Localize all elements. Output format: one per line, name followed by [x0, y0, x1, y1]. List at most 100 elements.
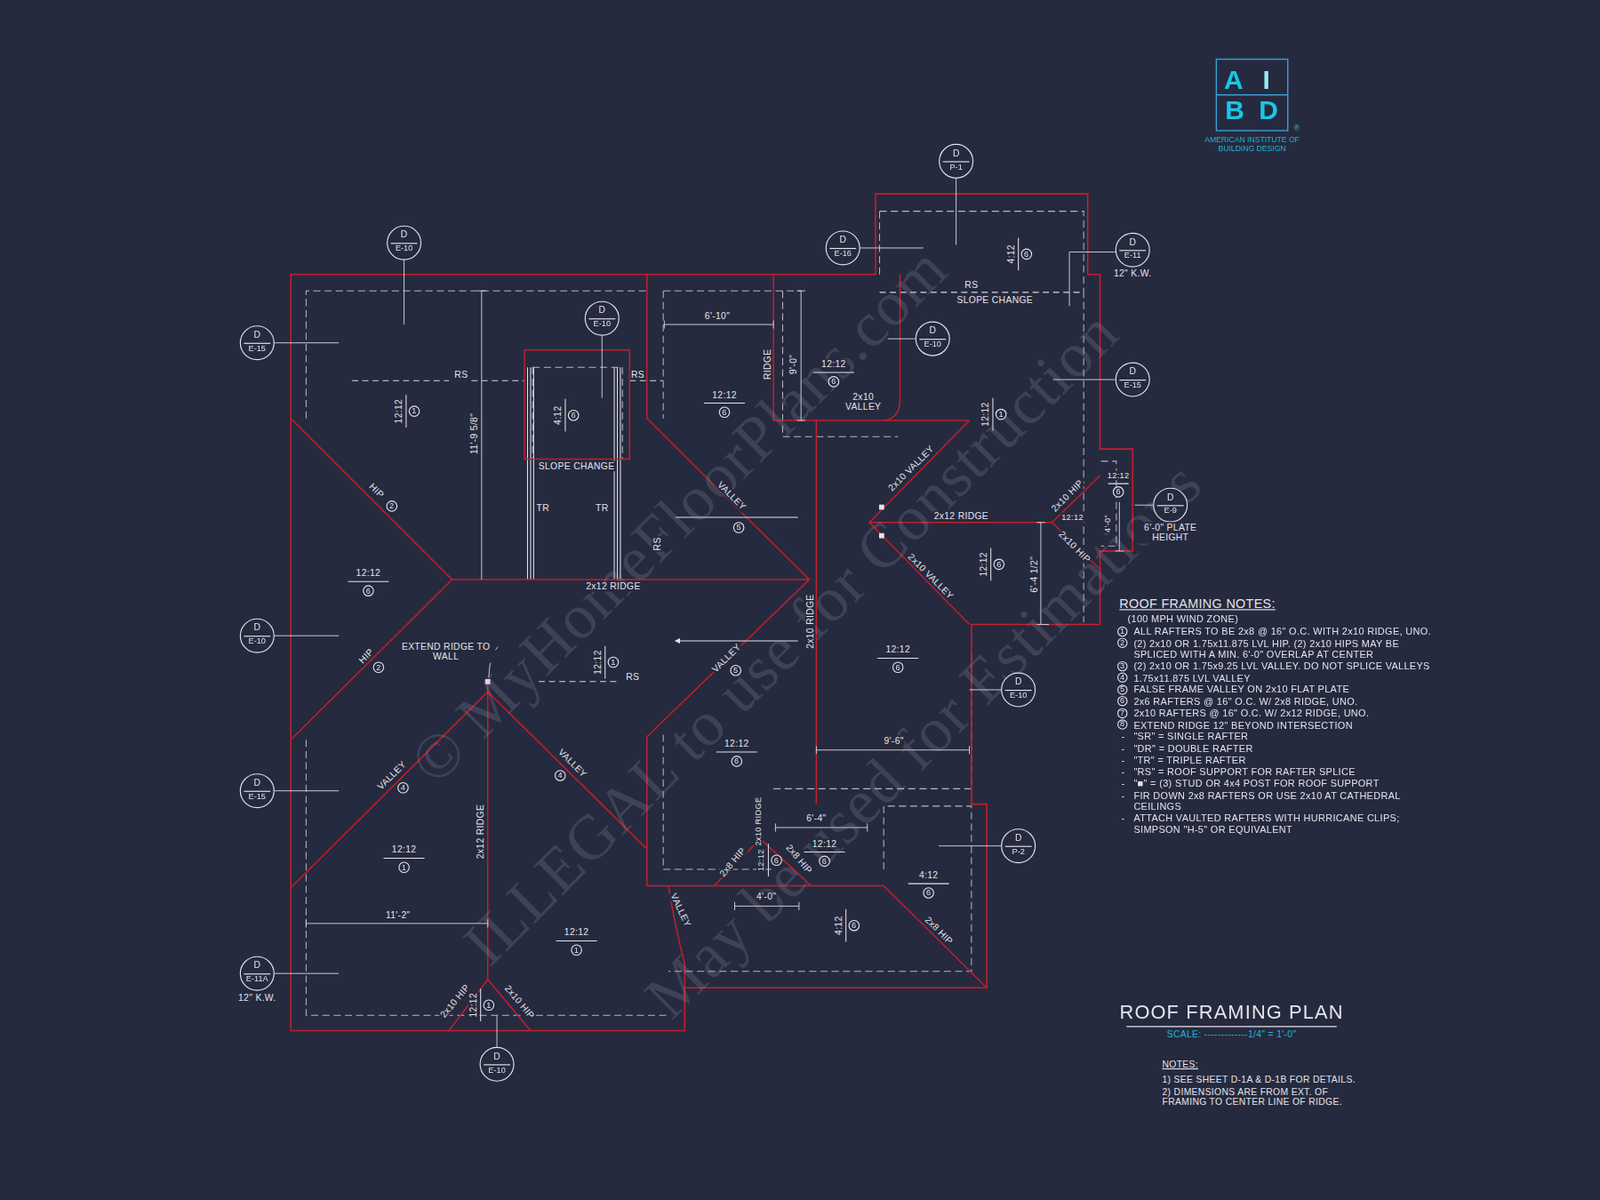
section-callout: DE-15	[240, 773, 275, 808]
callout-divider	[243, 973, 271, 975]
sheet-number: E-15	[1124, 381, 1142, 390]
plan-label: 12:12	[884, 644, 912, 656]
callout-divider	[1119, 249, 1146, 251]
note-text: FIR DOWN 2x8 RAFTERS OR USE 2x10 AT CATH…	[1132, 789, 1441, 812]
plan-label: 4:12	[552, 404, 564, 426]
callout-number: 6	[1112, 486, 1125, 498]
sheet-number: E-10	[488, 1066, 505, 1075]
callout-divider	[588, 318, 616, 320]
callout-number: 2	[373, 661, 385, 673]
plan-label: RS	[624, 672, 640, 683]
plan-label: 12:12	[980, 400, 992, 428]
plan-label: -	[1120, 730, 1126, 743]
callout-number: 1	[995, 408, 1008, 421]
plan-label: 12:12	[563, 927, 591, 938]
plan-label: 12:12	[811, 838, 839, 849]
detail-letter: D	[254, 960, 261, 970]
note-text: (2) 2x10 OR 1.75x9.25 LVL VALLEY. DO NOT…	[1132, 660, 1441, 672]
section-callout: DE-10	[584, 301, 620, 336]
plan-label: RS	[453, 368, 469, 380]
callout-number: 6	[828, 376, 840, 388]
plan-label: 2x10 RIDGE	[753, 795, 764, 847]
callout-number: 3	[1117, 660, 1128, 671]
callout-number: 6	[922, 887, 935, 899]
note-text: FALSE FRAME VALLEY ON 2x10 FLAT PLATE	[1132, 683, 1441, 696]
plan-label: TR	[594, 503, 610, 514]
plan-label: -	[1120, 789, 1126, 801]
sheet-number: E-10	[924, 340, 942, 349]
section-callout: D E-10	[480, 1047, 515, 1082]
plan-label: 2x12 RIDGE	[933, 511, 991, 522]
sheet-number: E-10	[1009, 691, 1027, 700]
plan-label: 6'-4"	[805, 813, 828, 824]
note-text: EXTEND RIDGE 12" BEYOND INTERSECTION	[1132, 719, 1441, 731]
detail-letter: D	[929, 326, 936, 336]
callout-number: 4	[1117, 672, 1128, 683]
callout-number: 1	[570, 944, 583, 956]
plan-label: 12:12	[354, 568, 382, 579]
detail-letter: D	[254, 778, 261, 788]
callout-number: 2	[386, 500, 399, 512]
plan-label: 12:12	[1106, 471, 1131, 481]
drawing-title: ROOF FRAMING PLAN	[1119, 1002, 1344, 1024]
plan-label: SCALE: -------------1/4" = 1'-0"	[1166, 1029, 1298, 1040]
plan-label: 2x10 VALLEY	[841, 391, 885, 413]
logo-letter: I	[1262, 66, 1270, 94]
plan-label: 1) SEE SHEET D-1A & D-1B FOR DETAILS.	[1160, 1074, 1357, 1086]
note-text: "■" = (3) STUD OR 4x4 POST FOR ROOF SUPP…	[1132, 777, 1441, 790]
detail-letter: D	[1015, 833, 1022, 843]
detail-letter: D	[839, 235, 846, 245]
callout-divider	[943, 160, 970, 162]
note-text: ATTACH VAULTED RAFTERS WITH HURRICANE CL…	[1132, 812, 1441, 835]
plan-label: RS	[963, 279, 979, 290]
title-underline	[1126, 1025, 1336, 1027]
callout-number: 1	[408, 405, 421, 417]
plan-label: -	[1120, 766, 1126, 778]
plan-label: 4:12	[833, 914, 845, 936]
callout-number: 1	[608, 656, 620, 669]
plan-label: ®	[1292, 123, 1301, 134]
plan-label: 11'-9 5/8"	[469, 412, 480, 456]
note-text: ALL RAFTERS TO BE 2x8 @ 16" O.C. WITH 2x…	[1132, 625, 1441, 638]
plan-label: VALLEY	[667, 890, 694, 930]
callout-number: 7	[1117, 707, 1128, 718]
plan-label: EXTEND RIDGE TO WALL	[396, 641, 496, 664]
sheet-number: E-11	[1124, 252, 1142, 261]
sheet-number: E-10	[593, 320, 611, 328]
callout-number: 6	[818, 856, 831, 868]
plan-label: 9'-6"	[882, 735, 905, 746]
plan-label: 6'-4 1/2"	[1029, 555, 1040, 594]
plan-label: 2x10 VALLEY	[904, 551, 957, 603]
detail-letter: D	[254, 623, 261, 632]
section-callout: DE-15	[240, 325, 275, 360]
plan-label: 12:12	[393, 398, 405, 425]
plan-label: 12:12	[1060, 512, 1085, 523]
detail-letter: D	[1129, 237, 1136, 247]
detail-letter: D	[493, 1052, 500, 1062]
callout-number: 1	[483, 999, 496, 1011]
callout-divider	[919, 338, 946, 340]
plan-label: -	[1120, 777, 1126, 790]
callout-number: 4	[397, 782, 409, 794]
callout-number: 1	[398, 861, 410, 873]
section-callout: DE-15	[1115, 362, 1151, 398]
sheet-number: E-9	[1164, 507, 1177, 516]
plan-label: -	[1120, 753, 1126, 766]
detail-letter: D	[254, 330, 261, 340]
plan-label: 12:12	[391, 844, 418, 856]
plan-label: 12:12	[468, 992, 480, 1019]
callout-divider	[1157, 504, 1184, 506]
sheet-number: E-10	[395, 245, 413, 254]
callout-number: 6	[892, 661, 904, 673]
callout-number: 6	[1021, 248, 1033, 261]
section-callout: D E-10	[386, 225, 422, 261]
note-text: 2x10 RAFTERS @ 16" O.C. W/ 2x12 RIDGE, U…	[1132, 707, 1441, 720]
callout-divider	[391, 242, 418, 244]
callout-divider	[1119, 378, 1146, 380]
detail-letter: D	[400, 230, 408, 240]
plan-label: -	[1120, 742, 1126, 754]
plan-label: 4'-0"	[755, 891, 778, 903]
callout-number: 6	[848, 920, 861, 932]
sheet-number: E-16	[834, 249, 852, 258]
plan-label: SLOPE CHANGE	[537, 461, 616, 472]
